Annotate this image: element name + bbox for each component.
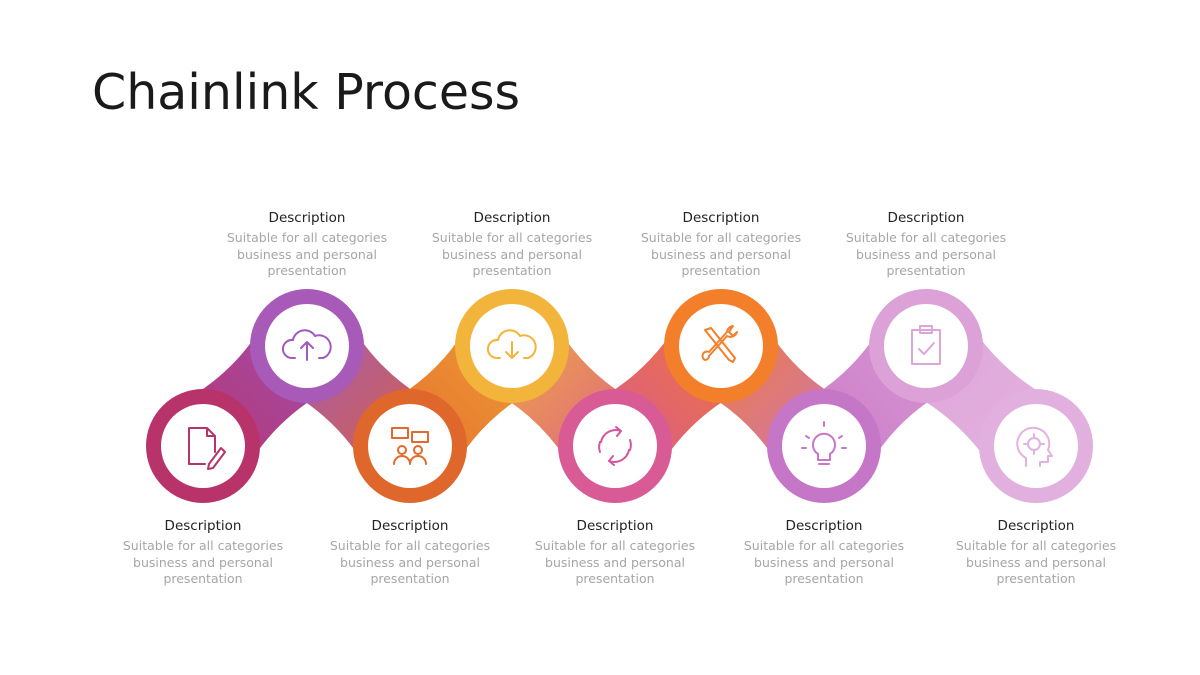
chain-node-2 bbox=[250, 289, 364, 403]
step-body-text: Suitable for all categories business and… bbox=[640, 230, 802, 278]
chain-inner-7 bbox=[782, 404, 866, 488]
chain-inner-6 bbox=[679, 304, 763, 388]
step-heading: Description bbox=[473, 210, 551, 226]
step-body-text: Suitable for all categories business and… bbox=[226, 230, 388, 278]
step-body-text: Suitable for all categories business and… bbox=[329, 538, 491, 586]
step-heading: Description bbox=[682, 210, 760, 226]
step-body-text: Suitable for all categories business and… bbox=[955, 538, 1117, 586]
chain-inner-1 bbox=[161, 404, 245, 488]
tools-icon bbox=[701, 325, 738, 363]
step-heading: Description bbox=[785, 518, 863, 534]
meeting-icon bbox=[391, 427, 429, 465]
step-heading: Description bbox=[887, 210, 965, 226]
step-heading: Description bbox=[371, 518, 449, 534]
chain-inner-9 bbox=[994, 404, 1078, 488]
document-edit-icon bbox=[188, 427, 226, 470]
chain-node-4 bbox=[455, 289, 569, 403]
chain-node-3 bbox=[353, 389, 467, 503]
clipboard-check-icon bbox=[911, 325, 941, 365]
step-heading: Description bbox=[164, 518, 242, 534]
page-title: Chainlink Process bbox=[92, 64, 521, 121]
step-body-text: Suitable for all categories business and… bbox=[743, 538, 905, 586]
lightbulb-icon bbox=[801, 421, 847, 465]
chain-node-5 bbox=[558, 389, 672, 503]
step-body-text: Suitable for all categories business and… bbox=[845, 230, 1007, 278]
head-gear-icon bbox=[1016, 426, 1053, 467]
chain-node-1 bbox=[146, 389, 260, 503]
refresh-icon bbox=[598, 426, 632, 466]
step-heading: Description bbox=[268, 210, 346, 226]
chain-node-9 bbox=[979, 389, 1093, 503]
chain-inner-8 bbox=[884, 304, 968, 388]
cloud-upload-icon bbox=[282, 329, 332, 361]
step-heading: Description bbox=[576, 518, 654, 534]
step-body-text: Suitable for all categories business and… bbox=[122, 538, 284, 586]
chain-inner-3 bbox=[368, 404, 452, 488]
step-heading: Description bbox=[997, 518, 1075, 534]
chain-node-8 bbox=[869, 289, 983, 403]
step-body-text: Suitable for all categories business and… bbox=[534, 538, 696, 586]
chain-node-7 bbox=[767, 389, 881, 503]
chain-inner-5 bbox=[573, 404, 657, 488]
step-body-text: Suitable for all categories business and… bbox=[431, 230, 593, 278]
cloud-download-icon bbox=[487, 329, 537, 359]
chain-node-6 bbox=[664, 289, 778, 403]
